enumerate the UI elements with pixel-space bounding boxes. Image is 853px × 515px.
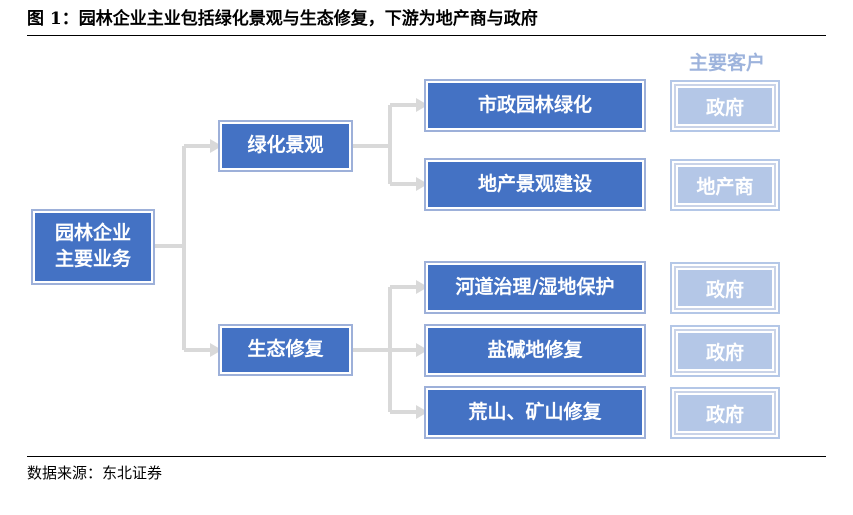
leaf-node: 盐碱地修复	[424, 324, 646, 377]
customer-box: 地产商	[674, 163, 776, 207]
customer-label: 政府	[705, 278, 744, 301]
customer-label: 政府	[705, 403, 744, 426]
customer-box: 政府	[674, 84, 776, 128]
customer-frame	[670, 262, 780, 314]
root-node: 园林企业主要业务	[31, 209, 155, 285]
source-note: 数据来源：东北证券	[27, 464, 163, 482]
branch-node-ecological: 生态修复	[218, 324, 353, 376]
branch-node-greening: 绿化景观	[218, 120, 353, 172]
customer-frame	[670, 387, 780, 439]
leaf-node: 市政园林绿化	[424, 79, 646, 132]
top-rule	[27, 35, 826, 36]
leaf-label: 市政园林绿化	[477, 93, 592, 116]
customer-frame	[670, 80, 780, 132]
leaf-node: 河道治理/湿地保护	[424, 261, 646, 314]
leaf-node: 荒山、矿山修复	[424, 386, 646, 439]
customer-label: 政府	[705, 341, 744, 364]
leaf-label: 盐碱地修复	[487, 338, 583, 361]
branch-label: 生态修复	[247, 338, 324, 361]
customer-label: 政府	[705, 96, 744, 119]
leaf-label: 荒山、矿山修复	[468, 400, 602, 423]
leaf-label: 河道治理/湿地保护	[455, 275, 615, 298]
customer-frame	[670, 159, 780, 211]
leaf-node: 地产景观建设	[424, 158, 646, 211]
root-label: 园林企业主要业务	[54, 222, 131, 270]
bottom-rule	[27, 456, 826, 457]
leaf-label: 地产景观建设	[477, 172, 592, 195]
customer-frame	[670, 325, 780, 377]
customer-header: 主要客户	[688, 52, 765, 74]
customer-box: 政府	[674, 391, 776, 435]
customer-box: 政府	[674, 329, 776, 373]
figure-title: 图 1：园林企业主业包括绿化景观与生态修复，下游为地产商与政府	[27, 9, 538, 29]
branch-label: 绿化景观	[247, 134, 324, 157]
customer-box: 政府	[674, 266, 776, 310]
customer-label: 地产商	[696, 175, 754, 198]
